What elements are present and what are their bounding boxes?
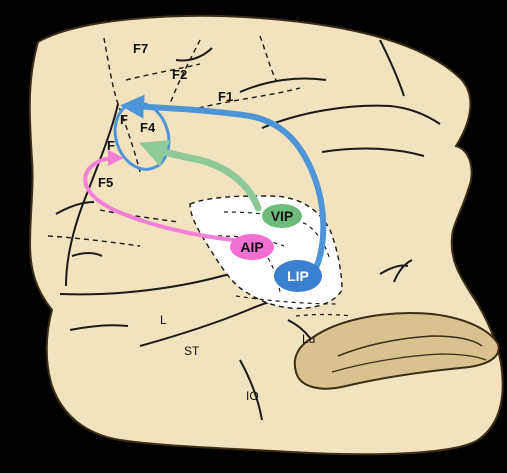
io-sulcus-label: IO [246,389,259,403]
aip-label: AIP [240,239,263,255]
f4-label: F4 [140,120,156,135]
st-sulcus-label: ST [184,344,200,358]
f1-label: F1 [218,89,233,104]
vip-label: VIP [271,208,294,224]
f2-label: F2 [172,67,187,82]
f-lower-label: F [107,138,115,153]
l-sulcus-label: L [160,313,167,327]
f-upper-label: F [120,112,128,127]
f7-label: F7 [133,41,148,56]
f5-label: F5 [98,175,113,190]
lip-label: LIP [287,268,309,284]
lu-sulcus-label: Lu [302,332,315,346]
